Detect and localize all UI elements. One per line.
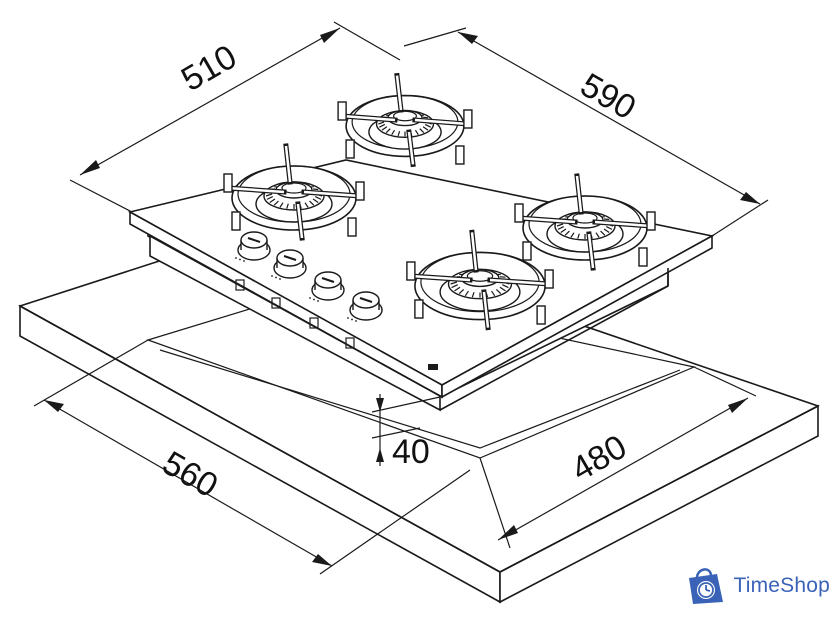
dim-590-label: 590 [574, 66, 642, 127]
dim-560-label: 560 [156, 444, 224, 505]
dim-40-label: 40 [392, 433, 430, 471]
timeshop-watermark: TimeShop [683, 566, 830, 606]
brand-mark [428, 364, 438, 370]
burner-rear-right [338, 76, 472, 165]
shopping-bag-clock-icon [683, 566, 727, 606]
dim-510-label: 510 [175, 38, 243, 99]
watermark-text: TimeShop [733, 574, 830, 598]
